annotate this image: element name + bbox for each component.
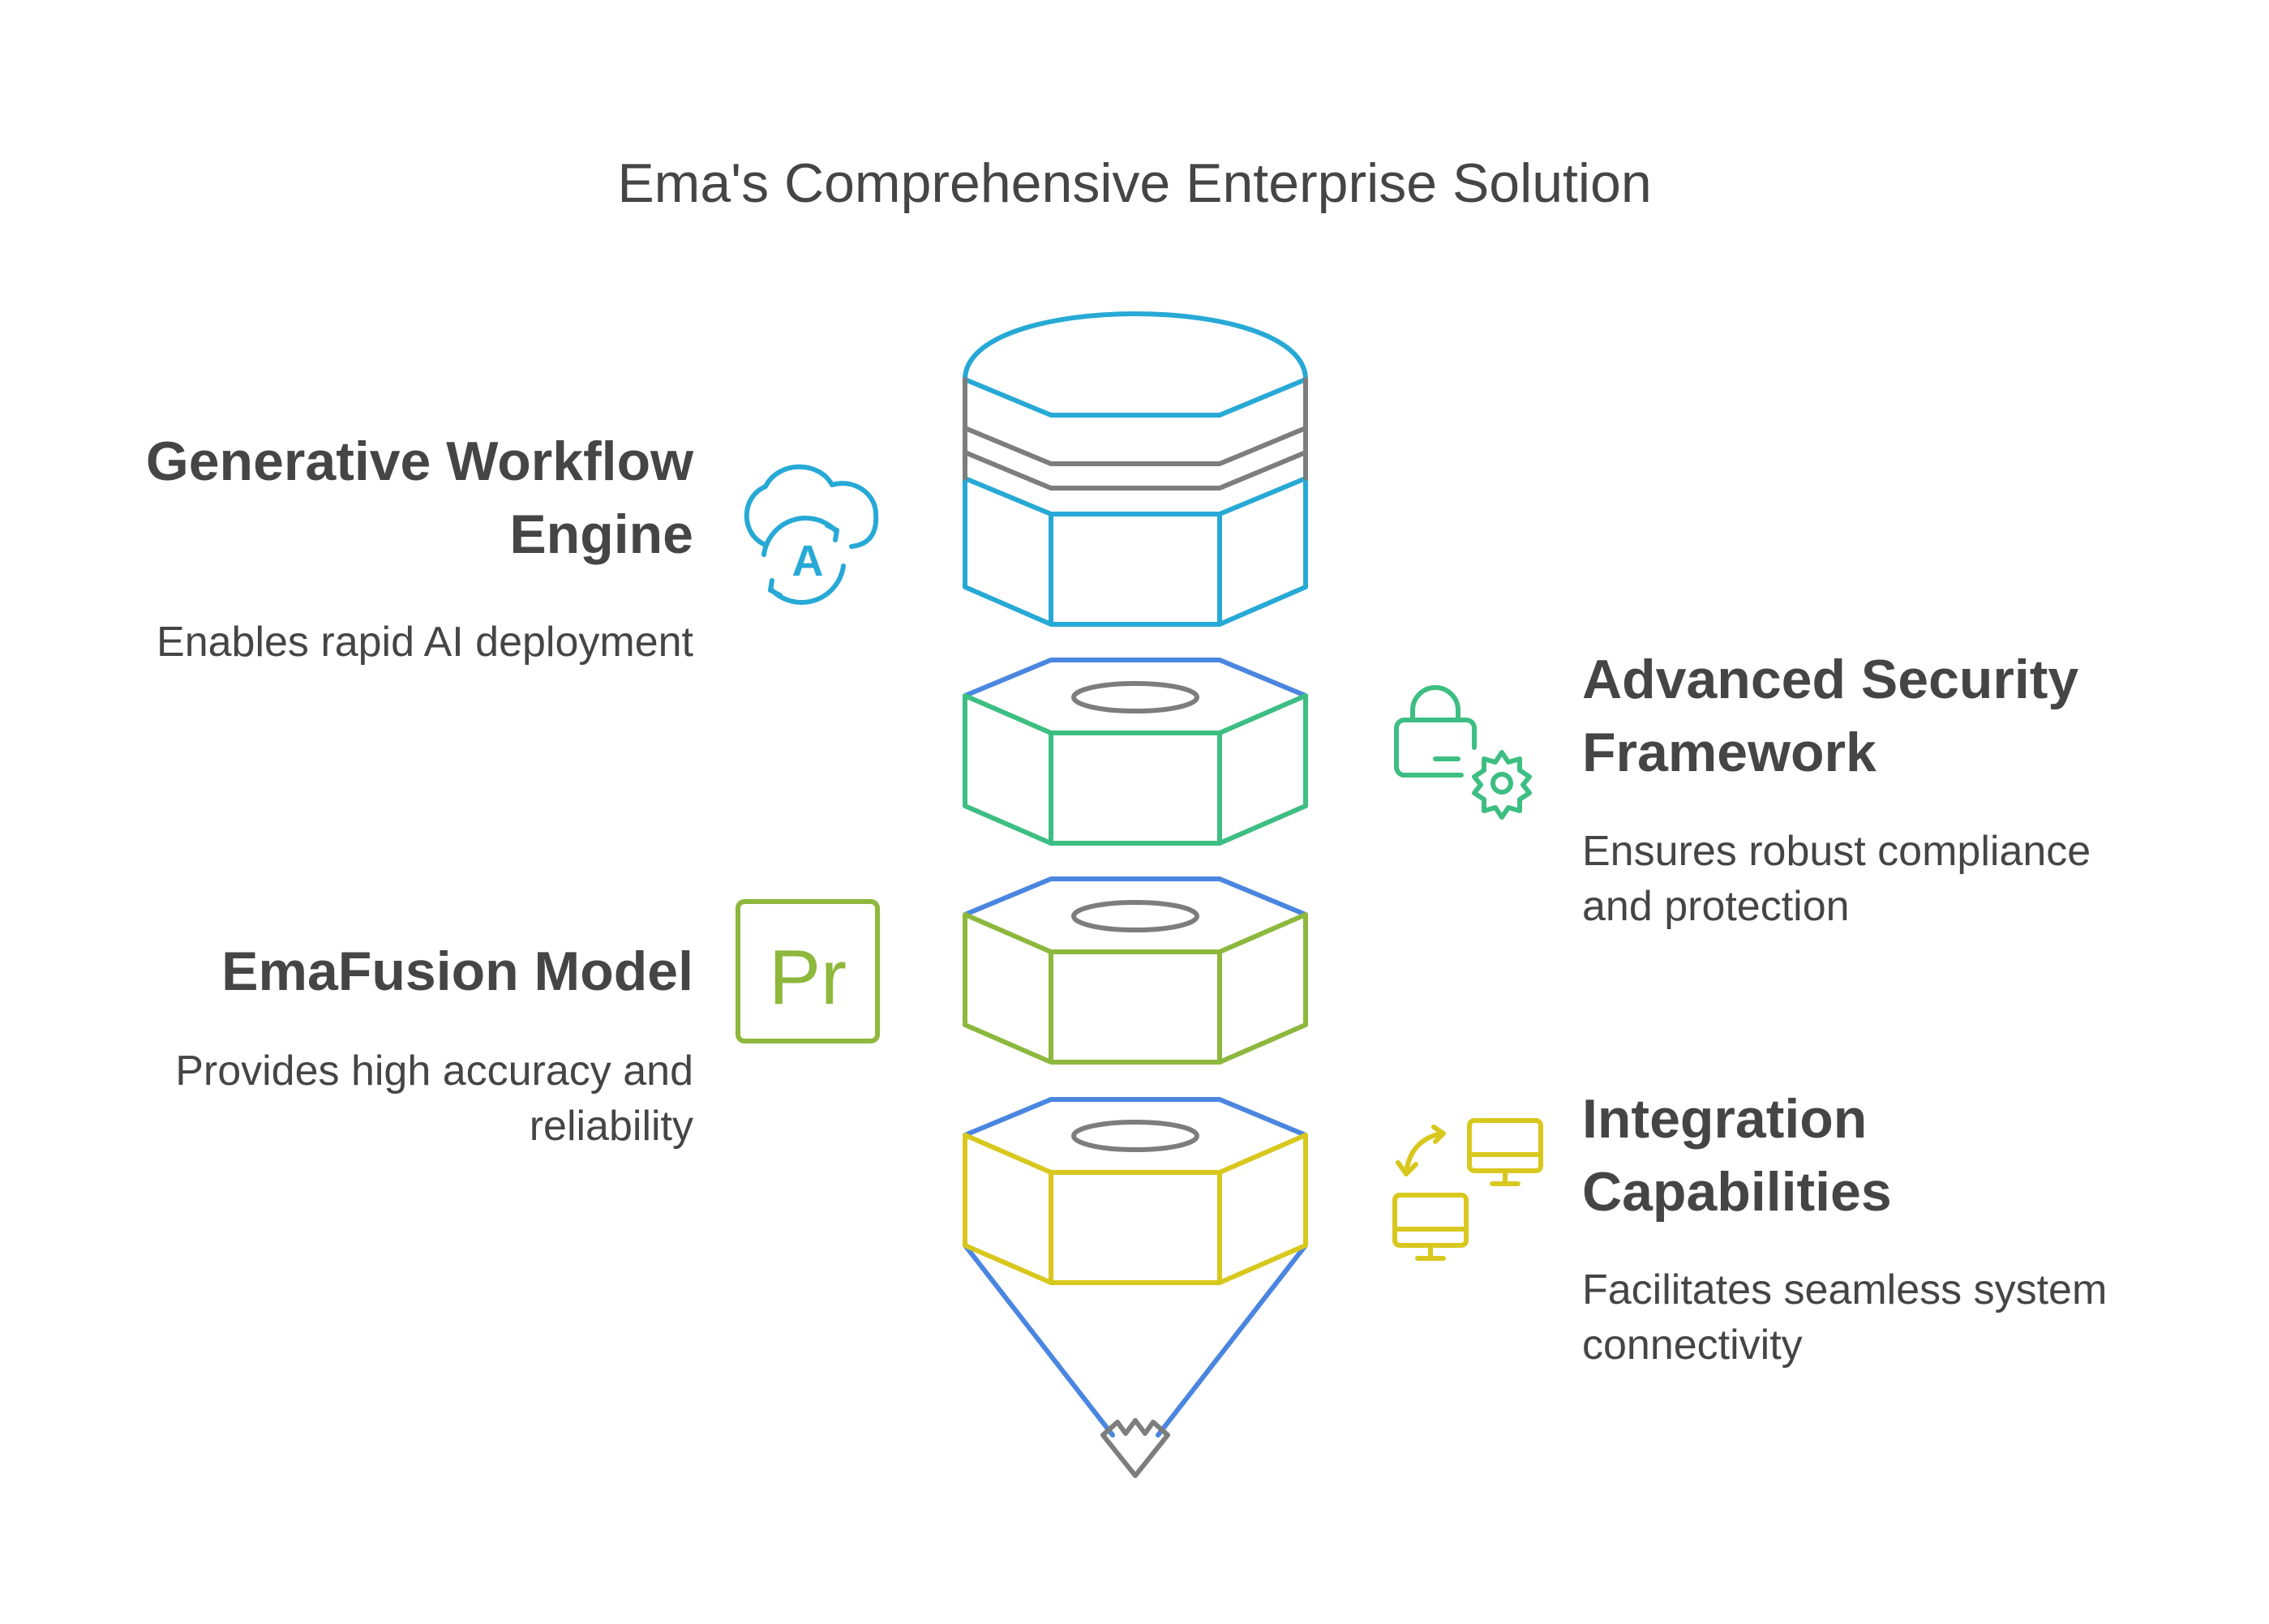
workflow-engine-description: Enables rapid AI deployment <box>157 619 693 666</box>
security-hex-nut <box>963 658 1308 846</box>
cloud-ai-sync-icon: A <box>744 464 879 605</box>
workflow-engine-heading: Generative Workflow Engine <box>145 431 693 565</box>
cone-tip <box>1100 1418 1170 1478</box>
premiere-pr-icon: Pr <box>736 899 880 1043</box>
security-framework-heading: Advanced Security Framework <box>1582 649 2079 783</box>
integration-capabilities-heading: Integration Capabilities <box>1582 1088 1892 1223</box>
diagram-title: Ema's Comprehensive Enterprise Solution <box>617 152 1652 214</box>
integration-hex-nut <box>963 1097 1308 1438</box>
ai-letter-glyph: A <box>792 537 824 585</box>
emafusion-model-heading: EmaFusion Model <box>221 941 693 1002</box>
integration-capabilities-description: Facilitates seamless system connectivity <box>1582 1266 2108 1369</box>
pr-letters-glyph: Pr <box>769 934 847 1021</box>
connected-monitors-icon <box>1392 1118 1543 1261</box>
lock-gear-icon <box>1394 685 1532 820</box>
top-cylinder-block <box>963 311 1308 627</box>
model-hex-nut <box>963 876 1308 1065</box>
emafusion-model-description: Provides high accuracy and reliability <box>175 1048 693 1150</box>
security-framework-description: Ensures robust compliance and protection <box>1582 828 2091 930</box>
